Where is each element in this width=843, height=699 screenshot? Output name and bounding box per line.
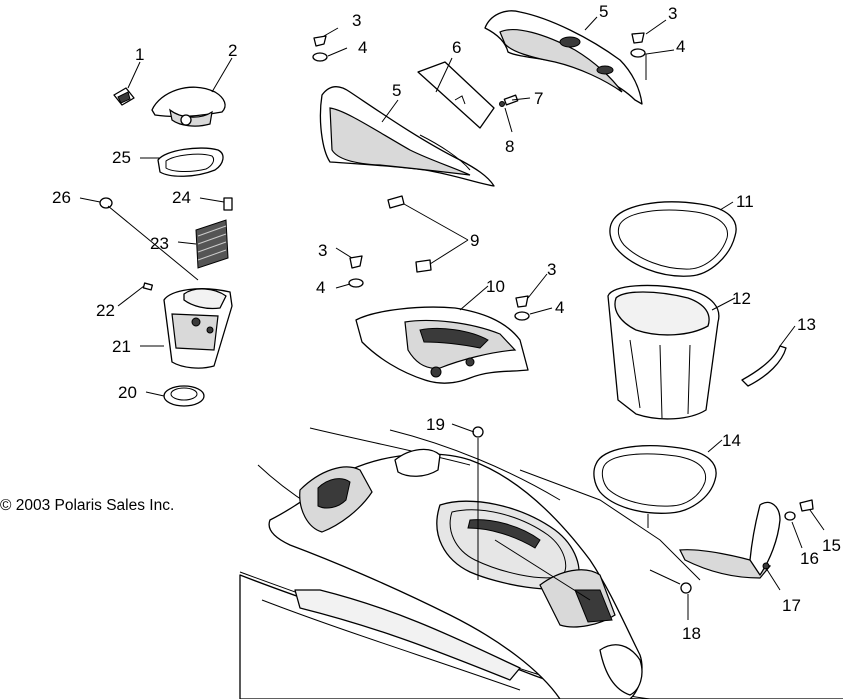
callout-17: 17 bbox=[782, 596, 801, 615]
callout-16: 16 bbox=[800, 549, 819, 568]
callout-25: 25 bbox=[112, 148, 131, 167]
callout-5a: 5 bbox=[599, 2, 608, 21]
bucket-part-21 bbox=[163, 288, 233, 369]
screw-part-15 bbox=[799, 499, 814, 512]
fastener-3d bbox=[514, 295, 530, 321]
panel-part-10 bbox=[355, 306, 529, 384]
callout-15: 15 bbox=[822, 536, 841, 555]
callout-4a: 4 bbox=[358, 38, 367, 57]
callout-11: 11 bbox=[736, 192, 754, 211]
screen-part-23 bbox=[195, 219, 229, 269]
callout-4d: 4 bbox=[555, 298, 564, 317]
gasket-part-14 bbox=[593, 445, 717, 514]
callouts: 1 2 3 4 5 3 4 6 5 7 8 25 26 24 23 9 11 3… bbox=[52, 2, 841, 643]
callout-12: 12 bbox=[732, 289, 751, 308]
cover-part-5a bbox=[319, 86, 495, 187]
callout-24: 24 bbox=[172, 188, 191, 207]
plug-part-26 bbox=[99, 197, 113, 209]
gasket-part-25 bbox=[157, 147, 224, 177]
decal-sheet-part-6 bbox=[417, 61, 495, 129]
screw-part-24 bbox=[223, 197, 233, 211]
callout-13: 13 bbox=[797, 315, 816, 334]
washer-part-16 bbox=[784, 511, 796, 521]
callout-8: 8 bbox=[505, 137, 514, 156]
decal-part-17 bbox=[679, 501, 781, 579]
callout-26: 26 bbox=[52, 188, 71, 207]
pin-part-22 bbox=[142, 282, 154, 291]
fastener-3c bbox=[348, 255, 364, 288]
callout-19: 19 bbox=[426, 415, 445, 434]
callout-5b: 5 bbox=[392, 81, 401, 100]
strap-part-13 bbox=[741, 345, 787, 387]
callout-9: 9 bbox=[470, 231, 479, 250]
callout-4c: 4 bbox=[316, 278, 325, 297]
fastener-3a bbox=[312, 35, 328, 62]
callout-7: 7 bbox=[534, 89, 543, 108]
cap-part-20 bbox=[163, 385, 205, 407]
callout-1: 1 bbox=[135, 45, 144, 64]
callout-14: 14 bbox=[722, 431, 741, 450]
callout-20: 20 bbox=[118, 383, 137, 402]
clip-part-1 bbox=[113, 87, 135, 106]
callout-3a: 3 bbox=[352, 11, 361, 30]
cap-part-2 bbox=[151, 86, 226, 127]
plug-part-19 bbox=[472, 426, 484, 438]
fastener-3b bbox=[630, 32, 646, 58]
clip-part-9a bbox=[387, 195, 405, 209]
callout-23: 23 bbox=[150, 234, 169, 253]
plug-part-18 bbox=[680, 582, 692, 594]
callout-21: 21 bbox=[112, 337, 131, 356]
copyright-notice: © 2003 Polaris Sales Inc. bbox=[0, 497, 175, 514]
callout-3c: 3 bbox=[318, 241, 327, 260]
bin-part-12 bbox=[607, 284, 720, 420]
callout-2: 2 bbox=[228, 41, 237, 60]
clip-part-9b bbox=[415, 259, 432, 273]
callout-18: 18 bbox=[682, 624, 701, 643]
leader-lines bbox=[79, 16, 825, 620]
callout-10: 10 bbox=[486, 277, 505, 296]
callout-22: 22 bbox=[96, 301, 115, 320]
screw-part-7 bbox=[499, 94, 519, 107]
callout-4b: 4 bbox=[676, 37, 685, 56]
callout-3d: 3 bbox=[547, 260, 556, 279]
gasket-part-11 bbox=[609, 201, 737, 277]
deck-hull-assembly bbox=[239, 427, 843, 699]
callout-3b: 3 bbox=[668, 4, 677, 23]
callout-6: 6 bbox=[452, 38, 461, 57]
upper-cover-part-5b bbox=[484, 10, 643, 105]
